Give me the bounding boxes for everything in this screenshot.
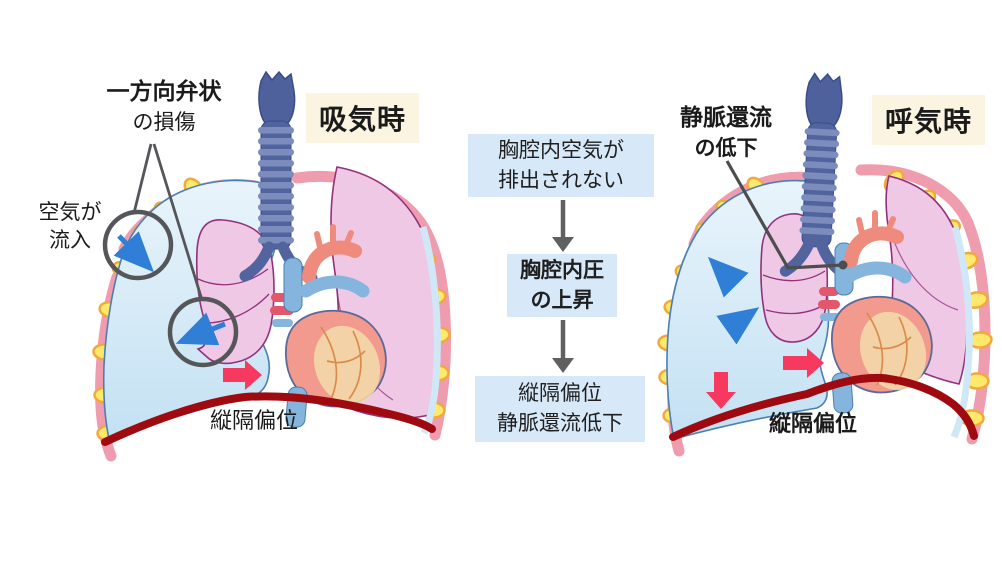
valve-damage-label-line1: 一方向弁状 — [106, 79, 222, 105]
annotation-pointer-lines — [132, 143, 204, 301]
heart — [283, 224, 387, 428]
air-leak-arrow-icon — [175, 312, 226, 346]
aortic-arch — [302, 240, 362, 284]
pulmonary-artery — [299, 275, 370, 298]
trachea-rings — [258, 127, 294, 244]
inspiration-phase-badge: 吸気時 — [306, 93, 420, 143]
aortic-arch — [844, 226, 904, 268]
inspiration-thorax-illustration — [92, 70, 452, 462]
valve-damage-highlights — [102, 143, 239, 368]
valve-damage-label-line2: の損傷 — [132, 109, 196, 134]
coronary-vessels — [320, 326, 366, 400]
air-inflow-label: 空気が 流入 — [38, 200, 102, 253]
mediastinal-shift-label-left: 縦隔偏位 — [209, 409, 298, 434]
damage-circle-lung — [167, 296, 239, 368]
mediastinal-shift-arrow-icon — [223, 360, 262, 390]
flow-down-arrow-icon — [552, 200, 574, 252]
mediastinal-shift-label-right: 縦隔偏位 — [768, 412, 857, 437]
diaphragm-down-arrow-icon — [706, 372, 736, 409]
damage-circle-chest-wall — [102, 209, 174, 281]
heart — [831, 210, 933, 414]
diaphragm — [101, 392, 436, 446]
expiration-thorax-illustration — [657, 72, 993, 457]
pulmonary-artery — [841, 261, 912, 284]
shift-arrows — [706, 348, 824, 409]
flow-box-air-not-expelled: 胸腔内空気が 排出されない — [468, 134, 654, 197]
air-in-arrow-icon — [113, 231, 154, 273]
venous-return-label: 静脈還流 の低下 — [680, 105, 772, 160]
trachea-rings — [799, 128, 840, 236]
valve-damage-label: 一方向弁状 の損傷 — [66, 77, 262, 136]
venous-return-pointer — [725, 160, 848, 270]
flow-box-shift-venous: 縦隔偏位 静脈還流低下 — [475, 376, 645, 442]
flow-box-pressure-rise: 胸腔内圧 の上昇 — [507, 254, 617, 317]
trachea — [779, 72, 854, 283]
diaphragm — [669, 373, 978, 441]
mediastinal-shift-arrow-icon — [783, 348, 824, 378]
expiration-phase-badge: 呼気時 — [872, 95, 986, 145]
superior-vena-cava — [283, 257, 303, 313]
air-inflow-arrows — [113, 231, 226, 346]
flow-down-arrow-icon — [552, 320, 574, 373]
